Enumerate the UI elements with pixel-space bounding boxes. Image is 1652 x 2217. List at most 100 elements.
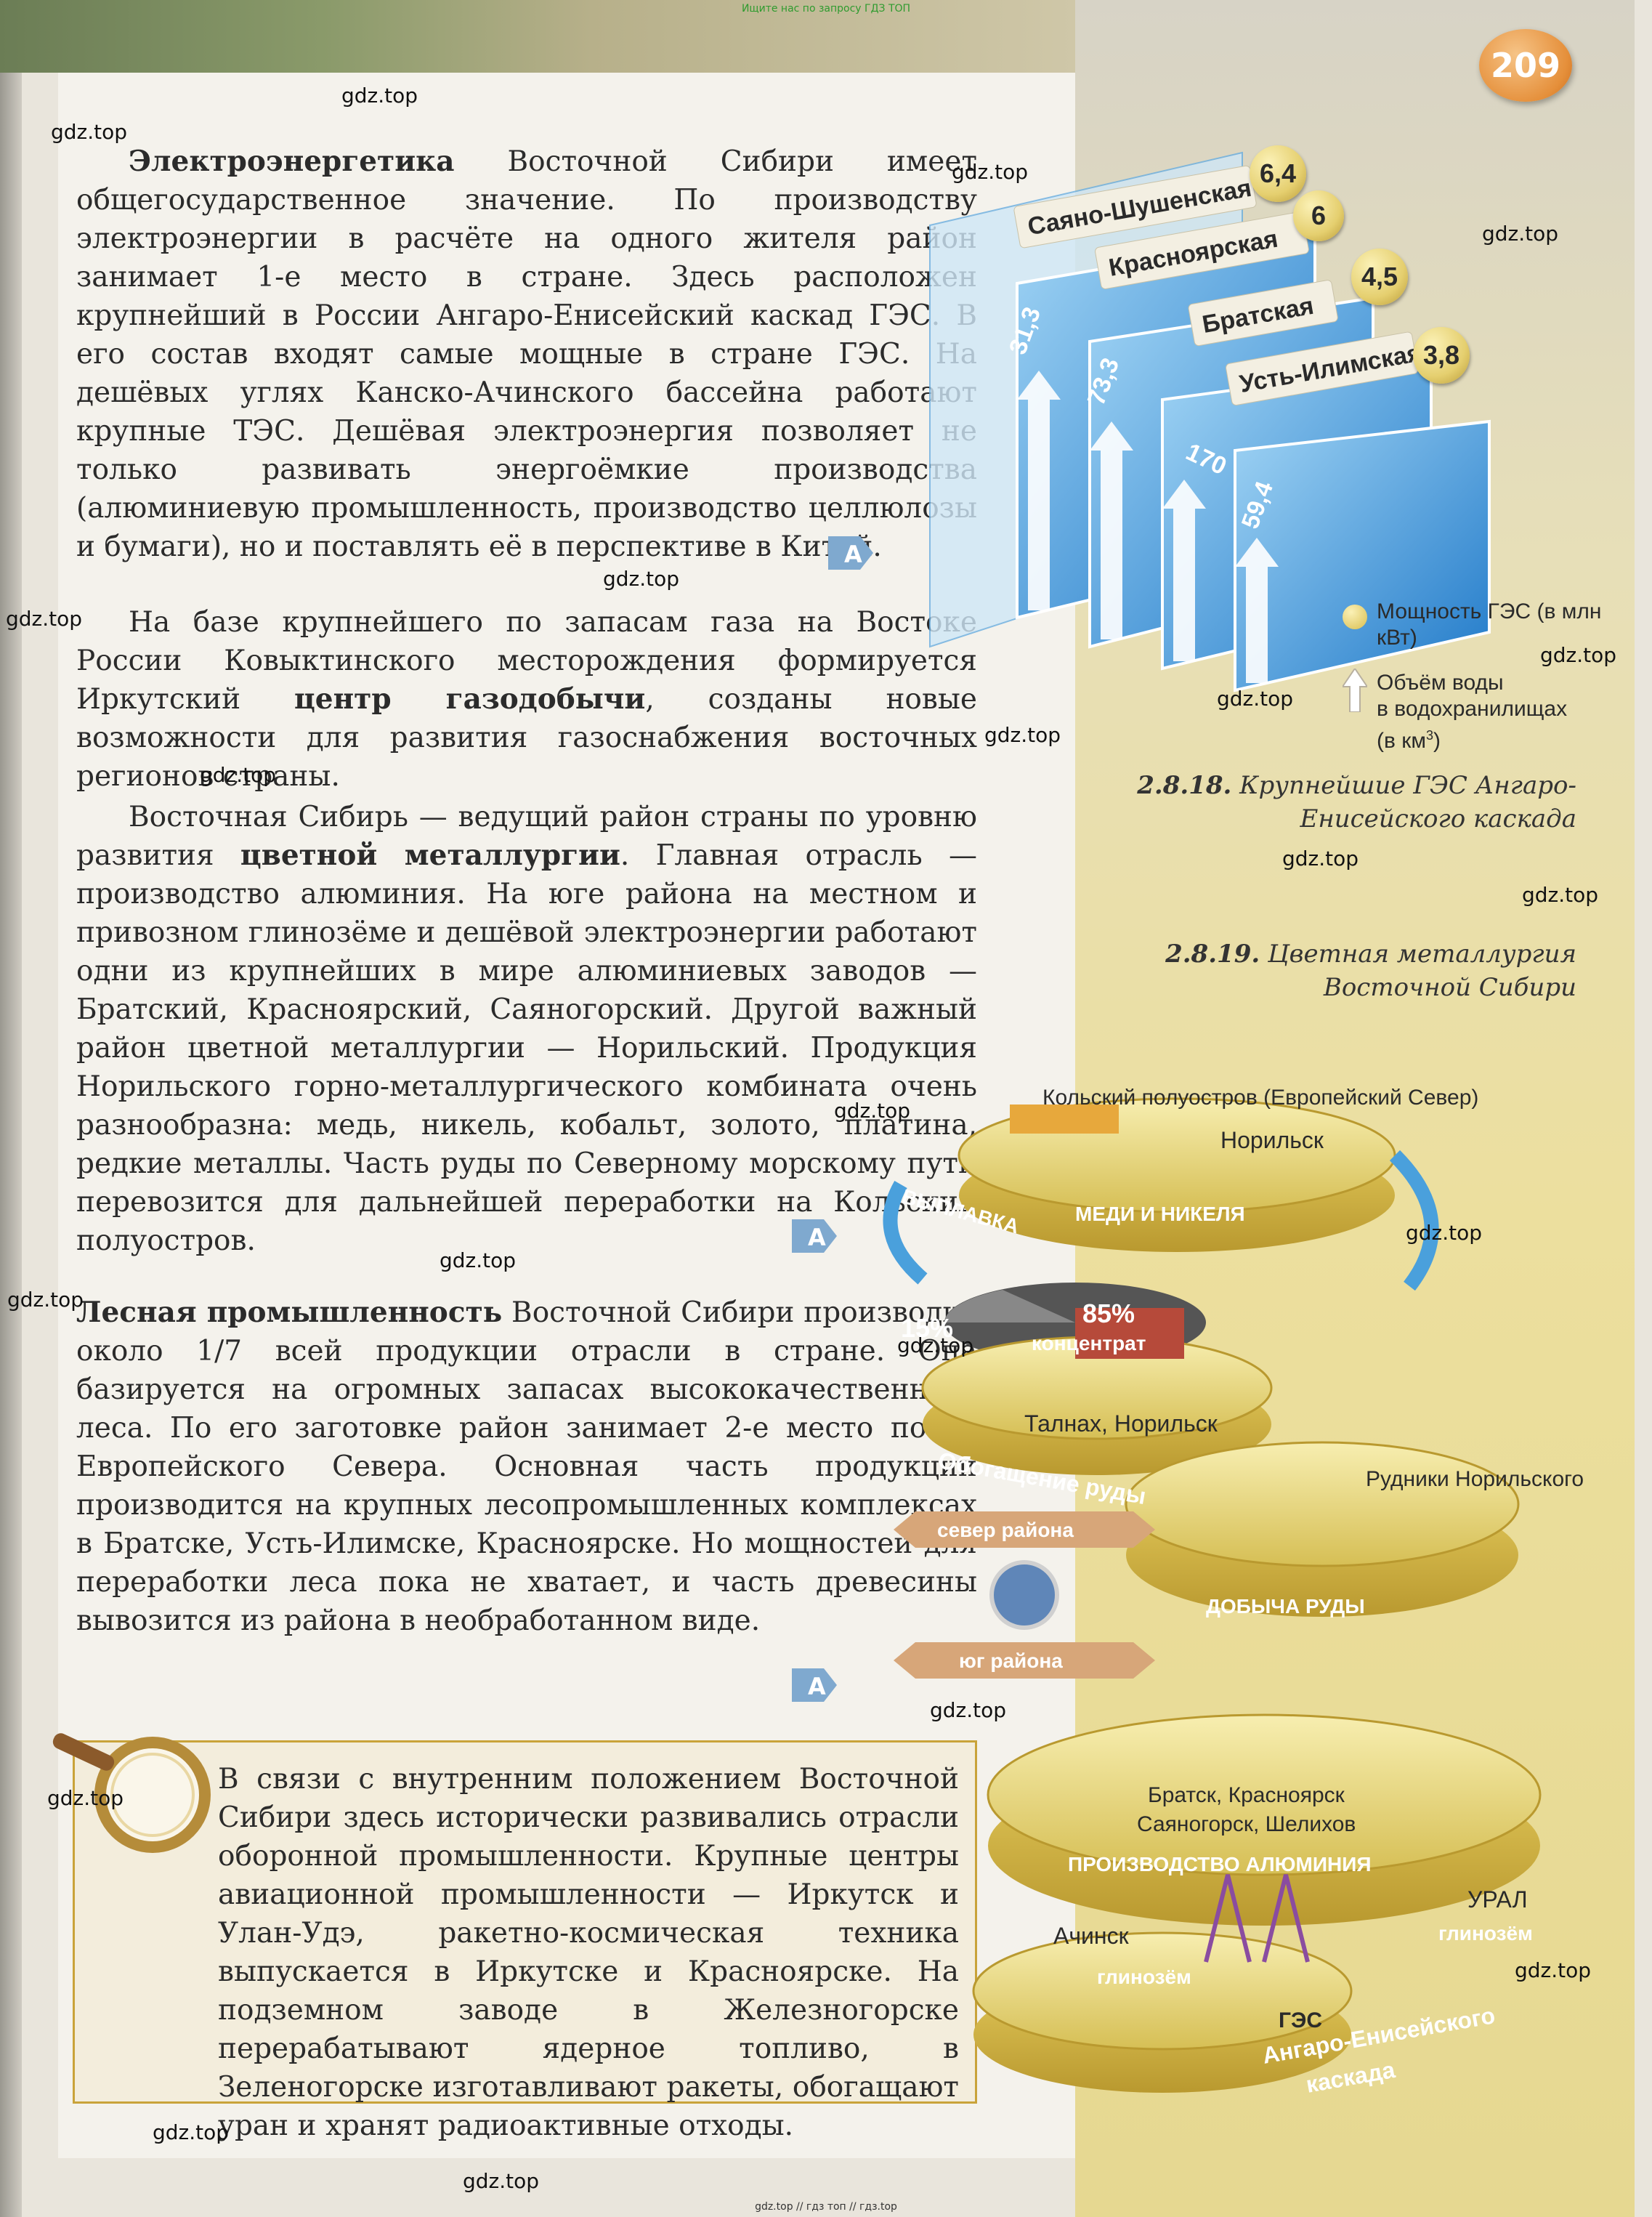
term-electricity: Электроэнергетика bbox=[129, 145, 455, 178]
watermark: gdz.top bbox=[1406, 1221, 1483, 1245]
label-pct-15: 15% bbox=[901, 1313, 953, 1343]
hydro-cascade-figure: 31,3 73,3 170 59,4 Саяно-Шушенская Красн… bbox=[929, 151, 1491, 692]
flow-arrow-icon bbox=[883, 1181, 928, 1285]
volume-arrow-icon bbox=[1090, 421, 1133, 639]
legend-volume-line: в водохранилищах bbox=[1377, 697, 1568, 721]
concentrate-pie-slice bbox=[944, 1290, 1075, 1322]
label-achinsk: Ачинск bbox=[1053, 1923, 1130, 1949]
watermark: gdz.top bbox=[47, 1786, 124, 1810]
label-copper-nickel: МЕДИ И НИКЕЛЯ bbox=[1075, 1203, 1245, 1225]
legend-volume-arrow-icon bbox=[1343, 669, 1367, 712]
power-bubble: 6,4 bbox=[1250, 145, 1306, 202]
watermark: gdz.top bbox=[440, 1248, 517, 1272]
paragraph-text: , созданы новые возможности для развития… bbox=[76, 683, 977, 793]
section-marker-icon: A bbox=[792, 1219, 837, 1253]
marker-letter: A bbox=[808, 1224, 826, 1251]
watermark: gdz.top bbox=[153, 2120, 230, 2144]
direction-south-banner bbox=[894, 1642, 1155, 1679]
magnifier-icon bbox=[52, 1733, 211, 1853]
paragraph-text: Восточная Сибирь — ведущий район страны … bbox=[76, 801, 977, 872]
label-alumina-ural: глинозём bbox=[1438, 1922, 1533, 1945]
term-forestry: Лесная промышленность bbox=[76, 1296, 503, 1329]
legend-power-icon bbox=[1343, 605, 1367, 629]
header-photo-strip bbox=[0, 0, 1075, 73]
caption-text: Крупнейшие ГЭС Ангаро-Енисейского каскад… bbox=[1239, 771, 1576, 833]
disk-hydro bbox=[972, 1931, 1353, 2051]
label-mines: Рудники Норильского района bbox=[1366, 1467, 1584, 1491]
page-number: 209 bbox=[1479, 29, 1572, 102]
watermark: gdz.top bbox=[1522, 883, 1599, 907]
flow-arrow-icon bbox=[1389, 1150, 1439, 1291]
label-pct-85: 85% bbox=[1082, 1299, 1135, 1328]
label-alumina-achinsk: глинозём bbox=[1097, 1966, 1191, 1988]
smelting-ladle-icon bbox=[1010, 1105, 1119, 1134]
marker-letter: A bbox=[808, 1673, 826, 1700]
figure-caption-hydro: 2.8.18. Крупнейшие ГЭС Ангаро-Енисейског… bbox=[1104, 769, 1576, 836]
label-concentrate: концентрат bbox=[1032, 1332, 1146, 1354]
label-sayanogorsk: Саяногорск, Шелихов bbox=[1137, 1812, 1356, 1836]
label-south: юг района bbox=[959, 1649, 1063, 1672]
marker-letter: A bbox=[844, 541, 862, 568]
metallurgy-figure: Кольский полуостров (Европейский Север) … bbox=[883, 1086, 1584, 2098]
label-aluminium: ПРОИЗВОДСТВО АЛЮМИНИЯ bbox=[1068, 1853, 1371, 1875]
watermark: gdz.top bbox=[463, 2169, 540, 2193]
volume-arrow-icon bbox=[1017, 371, 1061, 610]
watermark: gdz.top bbox=[51, 120, 128, 144]
info-box bbox=[73, 1740, 977, 2104]
label-bratsk: Братск, Красноярск bbox=[1148, 1783, 1345, 1807]
legend-power: Мощность ГЭС (в млн кВт) bbox=[1377, 599, 1602, 650]
power-bubble: 4,5 bbox=[1351, 249, 1408, 305]
watermark: gdz.top bbox=[6, 607, 83, 631]
legend-volume-unit: (в км bbox=[1377, 729, 1427, 753]
compass-icon[interactable] bbox=[989, 1560, 1059, 1630]
paragraph-text: . Главная отрасль — производство алюмини… bbox=[76, 839, 977, 1257]
caption-text: Цветная металлургия Восточной Сибири bbox=[1268, 940, 1576, 1002]
watermark: gdz.top bbox=[1515, 1958, 1592, 1982]
legend-volume-line: Объём воды bbox=[1377, 671, 1504, 695]
section-marker-icon: A bbox=[828, 536, 873, 570]
reservoir-block bbox=[1234, 419, 1491, 692]
watermark: gdz.top bbox=[603, 567, 680, 591]
power-line-icon bbox=[1204, 1874, 1310, 1963]
label-kola: Кольский полуостров (Европейский Север) bbox=[1042, 1086, 1478, 1110]
watermark: gdz.top bbox=[834, 1099, 911, 1123]
label-talnakh: Талнах, Норильск bbox=[1024, 1410, 1218, 1437]
power-bubble: 6 bbox=[1293, 190, 1344, 241]
paragraph-text: На базе крупнейшего по запасам газа на В… bbox=[76, 606, 977, 716]
legend-volume-superscript: 3 bbox=[1426, 728, 1434, 743]
figure-caption-metallurgy: 2.8.19. Цветная металлургия Восточной Си… bbox=[1104, 937, 1576, 1004]
term-gas-center: центр газодобычи bbox=[293, 682, 646, 716]
watermark: gdz.top bbox=[200, 763, 277, 787]
footer-note: gdz.top // гдз топ // гдз.top bbox=[755, 2201, 897, 2213]
label-north: север района bbox=[937, 1519, 1074, 1541]
label-mining: ДОБЫЧА РУДЫ bbox=[1206, 1595, 1365, 1618]
paragraph-text: Восточной Сибири производит около 1/7 вс… bbox=[76, 1296, 977, 1637]
dam-label-box bbox=[1188, 280, 1338, 347]
watermark: gdz.top bbox=[1282, 847, 1359, 871]
power-bubble: 3,8 bbox=[1413, 327, 1470, 384]
paragraph-metallurgy: Восточная Сибирь — ведущий район страны … bbox=[76, 798, 977, 1260]
factory-icon bbox=[1075, 1308, 1184, 1359]
watermark: gdz.top bbox=[1217, 687, 1294, 711]
label-ges: ГЭС bbox=[1279, 2008, 1322, 2032]
header-note: Ищите нас по запросу ГДЗ ТОП bbox=[741, 3, 911, 15]
term-nonferrous: цветной металлургии bbox=[240, 839, 620, 872]
legend-volume-line: (в км3) bbox=[1377, 722, 1609, 754]
paragraph-gas: На базе крупнейшего по запасам газа на В… bbox=[76, 603, 977, 796]
legend-volume: Объём воды в водохранилищах (в км3) bbox=[1377, 670, 1609, 754]
watermark: gdz.top bbox=[341, 84, 418, 108]
page-edge bbox=[0, 0, 22, 2217]
caption-number: 2.8.19. bbox=[1165, 940, 1260, 969]
volume-arrow-icon bbox=[1162, 480, 1206, 661]
label-norilsk: Норильск bbox=[1220, 1127, 1324, 1153]
paragraph-electricity: Электроэнергетика Восточной Сибири имеет… bbox=[76, 142, 977, 566]
section-marker-icon: A bbox=[792, 1668, 837, 1702]
caption-number: 2.8.18. bbox=[1137, 771, 1232, 800]
watermark: gdz.top bbox=[897, 1333, 974, 1357]
watermark: gdz.top bbox=[952, 160, 1029, 184]
direction-north-banner bbox=[894, 1511, 1155, 1548]
disk-aluminium bbox=[987, 1713, 1542, 1876]
volume-arrow-icon bbox=[1235, 538, 1279, 683]
watermark: gdz.top bbox=[930, 1698, 1007, 1722]
info-box-text: В связи с внутренним положением Восточно… bbox=[218, 1763, 959, 2142]
